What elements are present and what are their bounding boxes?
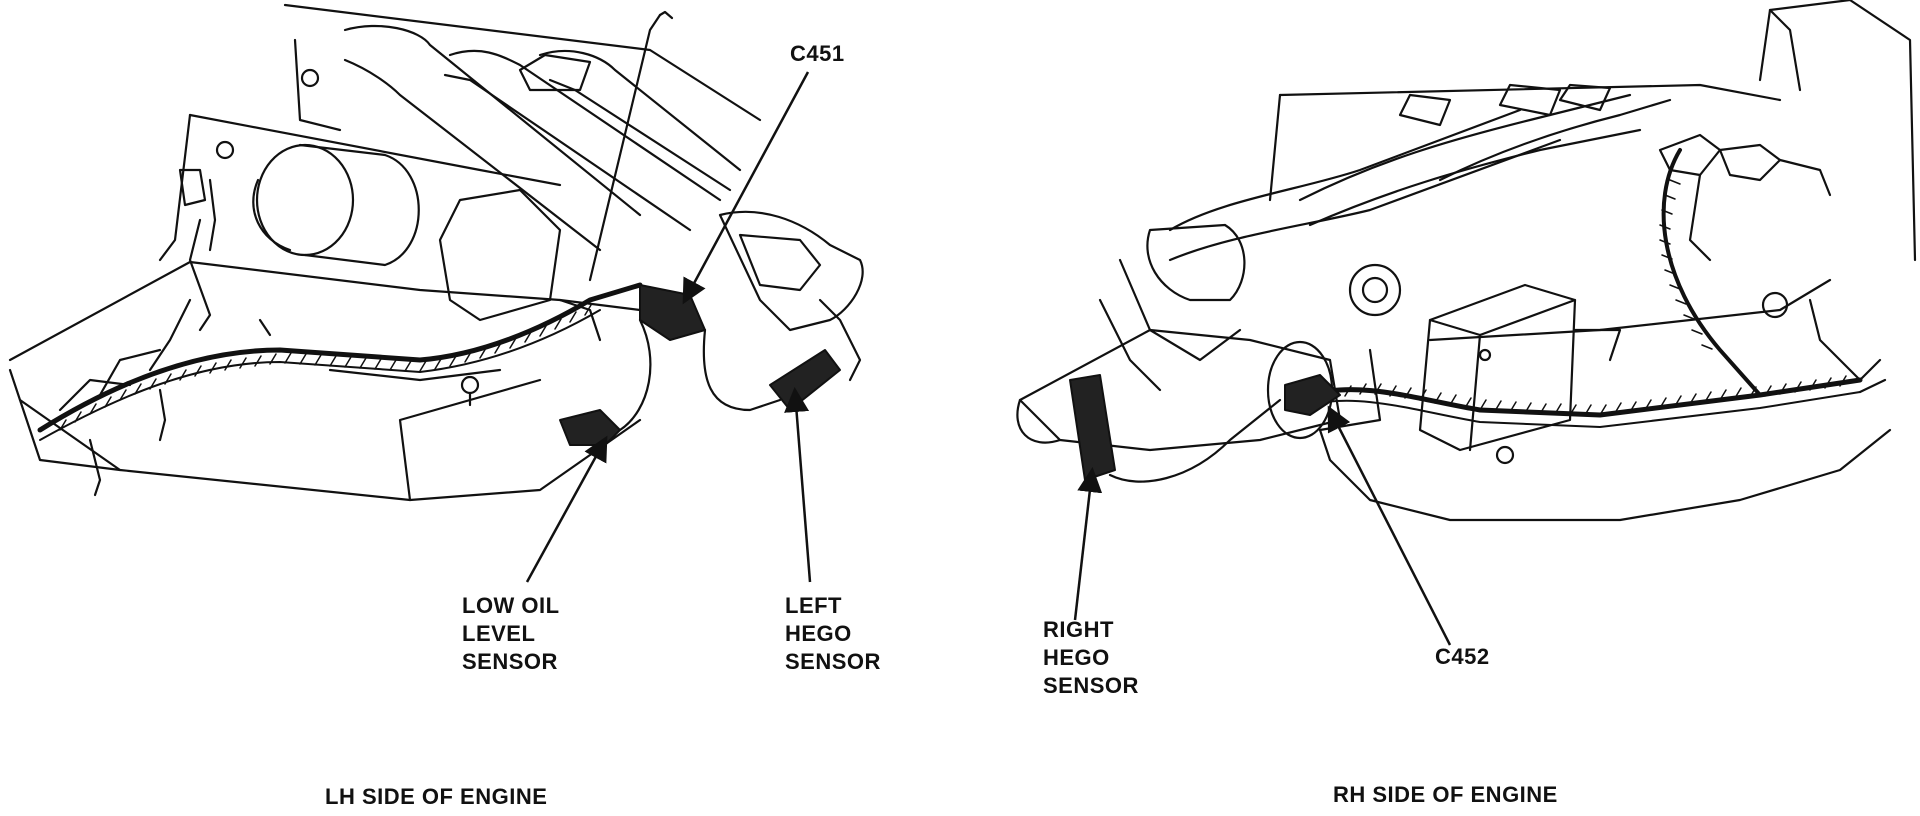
left-hego-line-1: LEFT — [785, 593, 842, 618]
c451-label: C451 — [790, 41, 845, 66]
right-hego-line-1: RIGHT — [1043, 617, 1114, 642]
low-oil-line-3: SENSOR — [462, 649, 558, 674]
right-hego-line-2: HEGO — [1043, 645, 1110, 670]
callout-left-hego-sensor: LEFT HEGO SENSOR — [785, 592, 881, 676]
low-oil-line-2: LEVEL — [462, 621, 536, 646]
caption-lh-side: LH SIDE OF ENGINE — [325, 784, 548, 809]
callout-right-hego-sensor: RIGHT HEGO SENSOR — [1043, 616, 1139, 700]
caption-rh-side: RH SIDE OF ENGINE — [1333, 782, 1558, 807]
rh-callout-arrows — [1073, 405, 1452, 646]
callout-low-oil-level-sensor: LOW OIL LEVEL SENSOR — [462, 592, 560, 676]
callout-c452: C452 — [1435, 643, 1490, 671]
lh-engine-drawing — [8, 3, 864, 502]
left-hego-line-3: SENSOR — [785, 649, 881, 674]
low-oil-line-1: LOW OIL — [462, 593, 560, 618]
lh-callout-arrows — [525, 71, 812, 583]
rh-engine-drawing — [1016, 0, 1917, 522]
left-hego-line-2: HEGO — [785, 621, 852, 646]
right-hego-line-3: SENSOR — [1043, 673, 1139, 698]
c452-label: C452 — [1435, 644, 1490, 669]
callout-c451: C451 — [790, 40, 845, 68]
